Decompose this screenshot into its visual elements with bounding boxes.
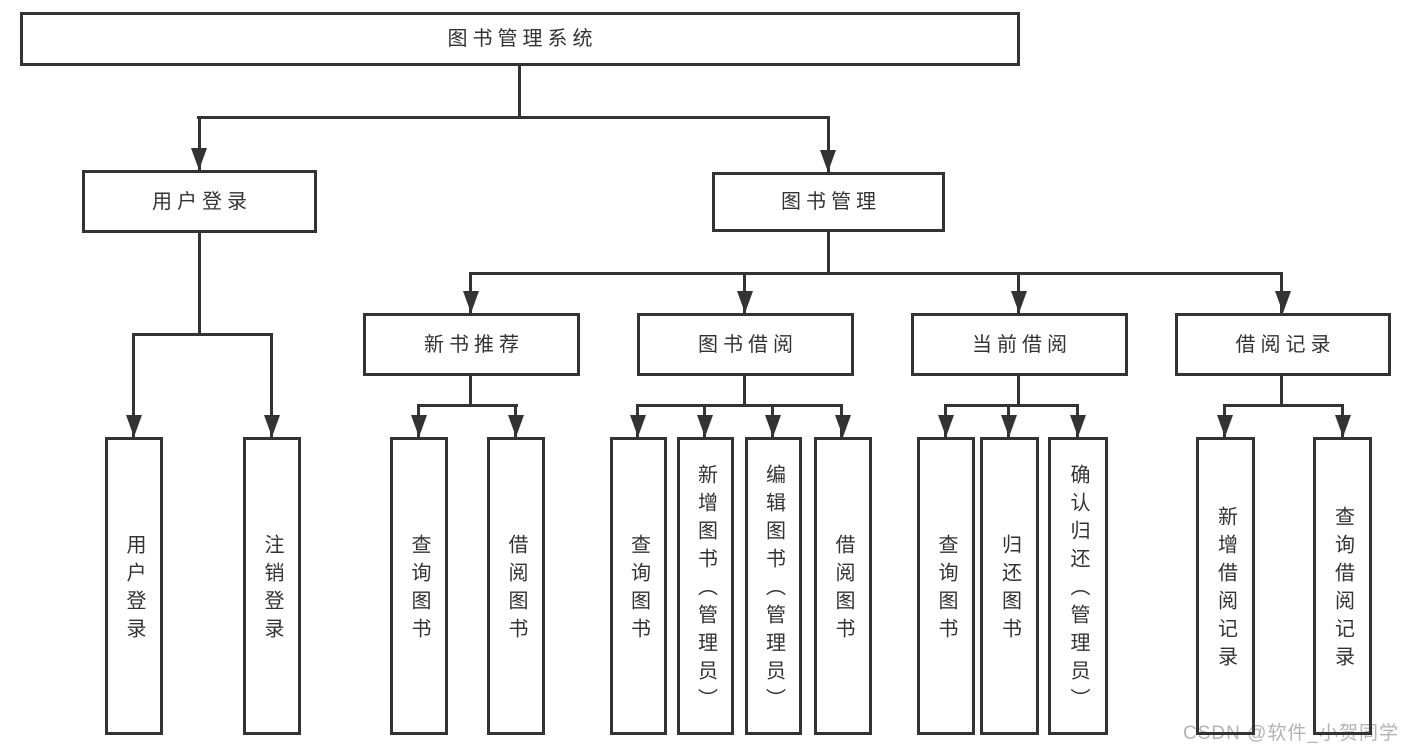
arrowhead-icon [411,415,427,437]
leaf-borrow-query-books: 查询图书 [610,437,667,735]
connector-user-login-stem [198,233,201,335]
connector-root-stem [518,66,521,119]
node-book-mgmt: 图书管理 [712,172,945,232]
arrowhead-icon [938,415,954,437]
arrowhead-icon [835,415,851,437]
arrowhead-icon [191,148,207,170]
connector-drop-book-mgmt [827,116,830,172]
leaf-records-query-record: 查询借阅记录 [1313,437,1372,735]
arrowhead-icon [1217,415,1233,437]
arrowhead-icon [1001,415,1017,437]
connector-drop-logout [270,333,273,437]
leaf-borrow-add-books-admin: 新增图书（管理员） [677,437,734,735]
connector-new-book-stem [469,376,472,407]
node-book-borrow: 图书借阅 [637,313,854,376]
arrowhead-icon [737,291,753,313]
leaf-new-book-query-books: 查询图书 [390,437,448,735]
leaf-logout: 注销登录 [243,437,301,735]
connector-root-bus [197,116,830,119]
node-root: 图书管理系统 [20,12,1020,66]
connector-drop-user-login [198,116,201,170]
leaf-new-book-borrow-books: 借阅图书 [487,437,545,735]
arrowhead-icon [697,415,713,437]
leaf-borrow-edit-books-admin: 编辑图书（管理员） [745,437,802,735]
arrowhead-icon [126,415,142,437]
connector-book-mgmt-bus [469,272,1283,275]
arrowhead-icon [630,415,646,437]
connector-borrow-records-bus [1223,404,1344,407]
arrowhead-icon [1011,291,1027,313]
arrowhead-icon [1070,415,1086,437]
leaf-current-query-books: 查询图书 [917,437,975,735]
arrowhead-icon [463,291,479,313]
leaf-current-return-books: 归还图书 [980,437,1039,735]
connector-current-borrow-stem [1017,376,1020,407]
arrowhead-icon [508,415,524,437]
connector-book-borrow-bus [636,404,843,407]
arrowhead-icon [820,150,836,172]
node-current-borrow: 当前借阅 [911,313,1128,376]
connector-new-book-bus [417,404,518,407]
node-user-login: 用户登录 [82,170,317,233]
node-borrow-records: 借阅记录 [1175,313,1391,376]
connector-book-mgmt-stem [827,232,830,274]
arrowhead-icon [1335,415,1351,437]
connector-borrow-records-stem [1280,376,1283,407]
leaf-current-confirm-return-admin: 确认归还（管理员） [1048,437,1108,735]
arrowhead-icon [1275,291,1291,313]
leaf-borrow-borrow-books: 借阅图书 [814,437,872,735]
node-new-book-recommend: 新书推荐 [363,313,580,376]
leaf-user-login: 用户登录 [105,437,163,735]
connector-book-borrow-stem [743,376,746,407]
connector-current-borrow-bus [944,404,1079,407]
arrowhead-icon [765,415,781,437]
connector-user-login-bus [132,333,273,336]
connector-drop-login [132,333,135,437]
leaf-records-add-record: 新增借阅记录 [1196,437,1255,735]
csdn-watermark: CSDN @软件_小贺同学 [1183,723,1399,744]
arrowhead-icon [264,415,280,437]
